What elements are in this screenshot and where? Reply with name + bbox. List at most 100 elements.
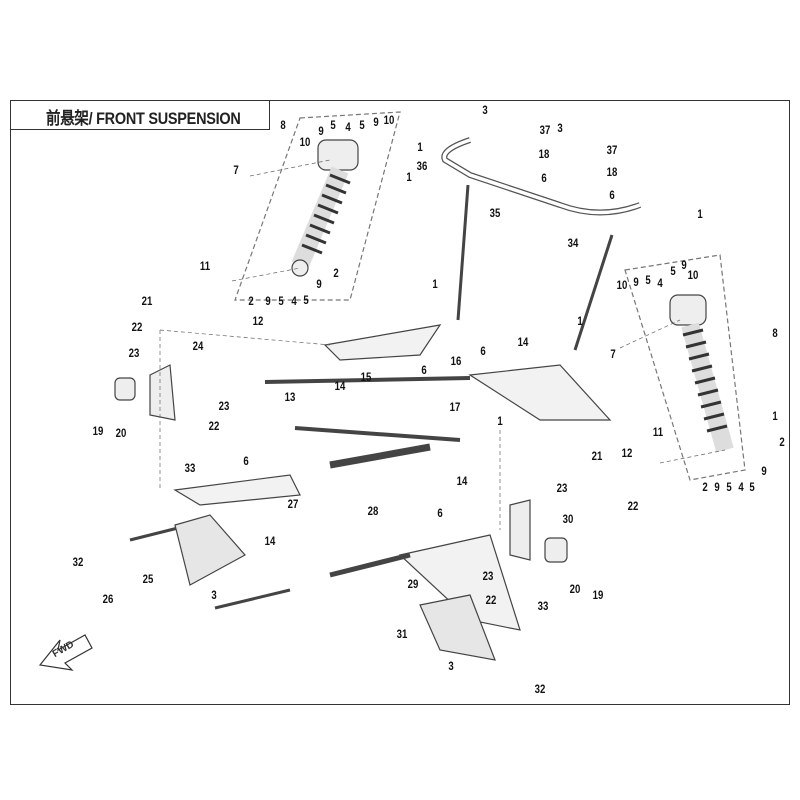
callout: 9 <box>318 124 324 138</box>
callout: 32 <box>534 682 546 696</box>
callout: 12 <box>252 314 264 328</box>
left-shock-group-outline <box>234 111 401 301</box>
link-rod-34 <box>573 234 614 351</box>
callout: 21 <box>591 449 603 463</box>
upper-arm-right <box>468 364 612 421</box>
callout: 4 <box>345 120 351 134</box>
callout: 13 <box>284 390 296 404</box>
callout: 5 <box>726 480 732 494</box>
left-knuckle <box>149 364 176 421</box>
callout: 37 <box>539 123 551 137</box>
callout: 25 <box>142 572 154 586</box>
callout: 23 <box>556 481 568 495</box>
callout: 3 <box>211 588 217 602</box>
callout: 1 <box>417 140 423 154</box>
callout: 9 <box>265 294 271 308</box>
callout: 18 <box>538 147 550 161</box>
callout: 22 <box>208 419 220 433</box>
callout: 21 <box>141 294 153 308</box>
callout: 24 <box>192 339 204 353</box>
callout: 35 <box>489 206 501 220</box>
lower-arm-left <box>173 474 301 506</box>
callout: 3 <box>482 103 488 117</box>
callout: 23 <box>128 346 140 360</box>
callout: 34 <box>567 236 579 250</box>
callout: 1 <box>772 409 778 423</box>
callout: 10 <box>383 113 395 127</box>
callout: 5 <box>278 294 284 308</box>
callout: 32 <box>72 555 84 569</box>
callout: 1 <box>697 207 703 221</box>
callout: 6 <box>480 344 486 358</box>
callout: 3 <box>557 121 563 135</box>
callout: 1 <box>497 414 503 428</box>
callout: 23 <box>482 569 494 583</box>
callout: 20 <box>115 426 127 440</box>
callout: 3 <box>448 659 454 673</box>
callout: 20 <box>569 582 581 596</box>
callout: 8 <box>772 326 778 340</box>
callout: 1 <box>432 277 438 291</box>
callout: 4 <box>738 480 744 494</box>
callout: 5 <box>670 264 676 278</box>
left-bearing <box>114 377 136 401</box>
callout: 12 <box>621 446 633 460</box>
callout: 26 <box>102 592 114 606</box>
callout: 10 <box>299 135 311 149</box>
callout: 18 <box>606 165 618 179</box>
callout: 14 <box>517 335 529 349</box>
callout: 11 <box>199 259 211 273</box>
link-rod-35 <box>456 184 470 321</box>
callout: 6 <box>437 506 443 520</box>
callout: 9 <box>761 464 767 478</box>
upper-arm-left <box>323 324 442 361</box>
callout: 30 <box>562 512 574 526</box>
callout: 4 <box>657 276 663 290</box>
callout: 11 <box>652 425 664 439</box>
callout: 6 <box>541 171 547 185</box>
callout: 6 <box>243 454 249 468</box>
callout: 2 <box>333 266 339 280</box>
callout: 19 <box>92 424 104 438</box>
right-bearing <box>544 537 568 563</box>
callout: 17 <box>449 400 461 414</box>
callout: 1 <box>406 170 412 184</box>
callout: 15 <box>360 370 372 384</box>
shaft-28 <box>329 552 411 578</box>
callout: 9 <box>681 258 687 272</box>
callout: 10 <box>687 268 699 282</box>
callout: 29 <box>407 577 419 591</box>
callout: 5 <box>749 480 755 494</box>
callout: 22 <box>627 499 639 513</box>
callout: 14 <box>334 379 346 393</box>
shaft-13 <box>294 426 461 442</box>
right-knuckle <box>509 499 531 561</box>
fwd-arrow-icon <box>38 634 93 671</box>
title-box <box>10 100 270 130</box>
callout: 5 <box>359 118 365 132</box>
callout: 6 <box>609 188 615 202</box>
callout: 6 <box>421 363 427 377</box>
callout: 28 <box>367 504 379 518</box>
callout: 9 <box>633 275 639 289</box>
callout: 2 <box>779 435 785 449</box>
callout: 1 <box>577 314 583 328</box>
callout: 5 <box>330 118 336 132</box>
callout: 5 <box>645 273 651 287</box>
callout: 9 <box>373 115 379 129</box>
skid-guard-25 <box>174 514 246 586</box>
shaft-16 <box>264 376 471 384</box>
callout: 14 <box>264 534 276 548</box>
callout: 19 <box>592 588 604 602</box>
callout: 16 <box>450 354 462 368</box>
callout: 36 <box>416 159 428 173</box>
callout: 7 <box>233 163 239 177</box>
callout: 27 <box>287 497 299 511</box>
callout: 14 <box>456 474 468 488</box>
shaft-lower-front <box>329 443 431 469</box>
callout: 8 <box>280 118 286 132</box>
callout: 9 <box>316 277 322 291</box>
callout: 4 <box>291 294 297 308</box>
callout: 2 <box>248 294 254 308</box>
